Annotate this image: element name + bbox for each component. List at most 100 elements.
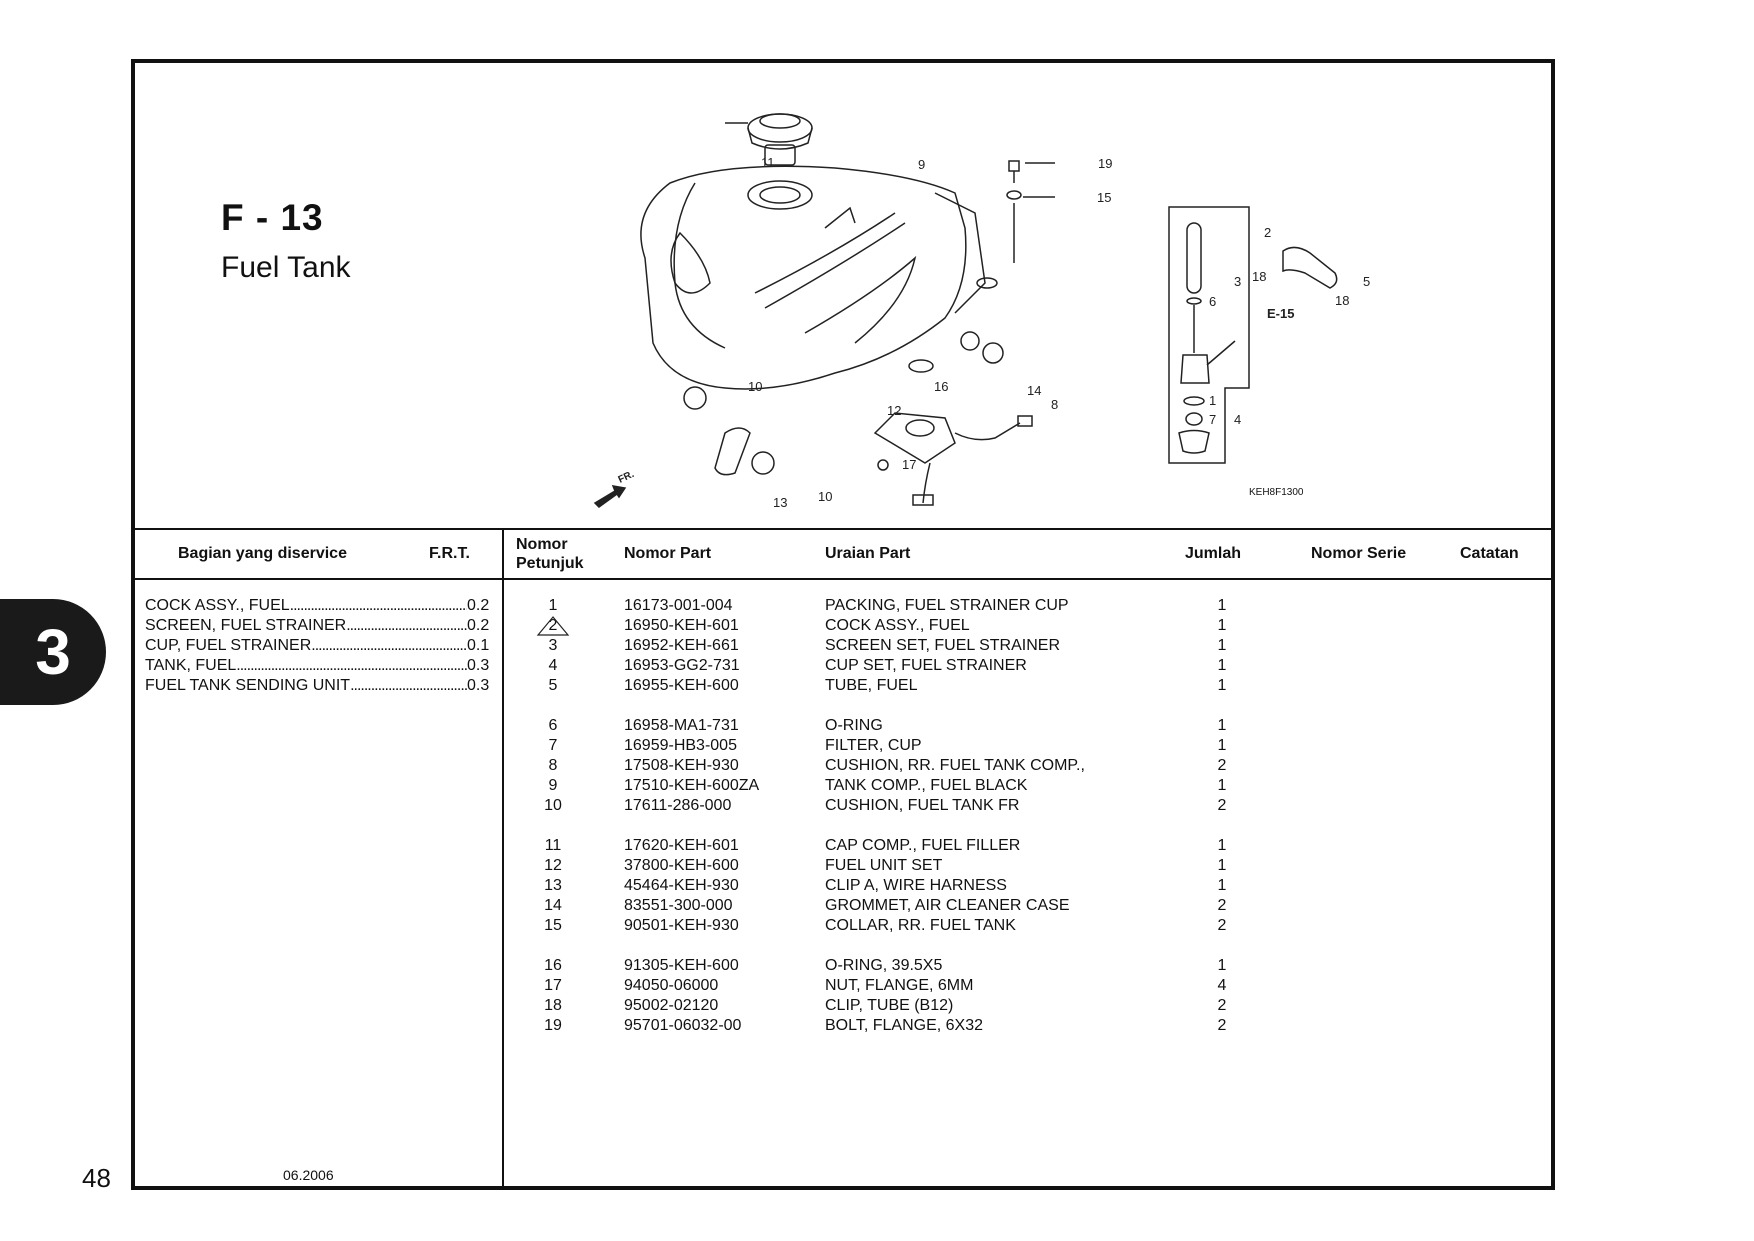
fuel-unit-drawing [873, 359, 1033, 506]
part-ref-number: 12 [544, 857, 562, 874]
part-ref-number: 3 [548, 637, 558, 654]
part-description: TUBE, FUEL [825, 677, 918, 694]
callout-19: 19 [1098, 156, 1112, 171]
dot-leader [236, 656, 467, 676]
part-ref-number: 11 [544, 837, 562, 854]
part-quantity: 1 [1217, 717, 1227, 734]
part-ref-number: 15 [544, 917, 562, 934]
callout-9: 9 [918, 157, 925, 172]
part-description: FILTER, CUP [825, 737, 922, 754]
service-item-name: CUP, FUEL STRAINER [145, 637, 312, 654]
part-quantity: 1 [1217, 857, 1227, 874]
part-quantity: 1 [1217, 777, 1227, 794]
part-description: O-RING [825, 717, 883, 734]
part-quantity: 1 [1217, 657, 1227, 674]
part-ref-number: 8 [548, 757, 558, 774]
dot-leader [290, 596, 467, 616]
part-description: TANK COMP., FUEL BLACK [825, 777, 1028, 794]
header-qty: Jumlah [1185, 545, 1242, 562]
part-ref-number: 14 [544, 897, 562, 914]
part-number: 16173-001-004 [624, 597, 733, 614]
part-number: 16958-MA1-731 [624, 717, 739, 734]
part-quantity: 2 [1217, 1017, 1227, 1034]
part-description: CUSHION, FUEL TANK FR [825, 797, 1020, 814]
part-description: GROMMET, AIR CLEANER CASE [825, 897, 1070, 914]
part-quantity: 1 [1217, 677, 1227, 694]
part-number: 94050-06000 [624, 977, 719, 994]
part-quantity: 2 [1217, 797, 1227, 814]
part-number: 17611-286-000 [624, 797, 732, 814]
service-item-frt: 0.2 [467, 617, 490, 634]
part-description: PACKING, FUEL STRAINER CUP [825, 597, 1069, 614]
callout-1: 1 [1209, 393, 1216, 408]
part-quantity: 1 [1217, 957, 1227, 974]
header-service-part: Bagian yang diservice [178, 545, 347, 562]
part-description: CAP COMP., FUEL FILLER [825, 837, 1021, 854]
part-quantity: 1 [1217, 597, 1227, 614]
part-quantity: 1 [1217, 837, 1227, 854]
part-ref-number: 13 [544, 877, 562, 894]
print-date: 06.2006 [283, 1167, 334, 1183]
callout-10a: 10 [748, 379, 762, 394]
service-item-name: TANK, FUEL [145, 657, 237, 674]
part-ref-number: 5 [548, 677, 558, 694]
part-number: 91305-KEH-600 [624, 957, 739, 974]
part-ref-number: 1 [548, 597, 558, 614]
part-ref-number: 16 [544, 957, 562, 974]
figure-title: Fuel Tank [221, 251, 351, 284]
callout-2: 2 [1264, 225, 1271, 240]
part-description: COLLAR, RR. FUEL TANK [825, 917, 1016, 934]
change-mark-triangle-icon [536, 616, 570, 636]
part-number: 83551-300-000 [624, 897, 733, 914]
front-arrow [593, 485, 627, 508]
part-quantity: 4 [1217, 977, 1227, 994]
part-quantity: 1 [1217, 617, 1227, 634]
callout-18b: 18 [1335, 293, 1349, 308]
part-quantity: 2 [1217, 997, 1227, 1014]
service-item-frt: 0.1 [467, 637, 490, 654]
part-description: CUP SET, FUEL STRAINER [825, 657, 1027, 674]
fuel-cock-inset-drawing [1168, 206, 1338, 464]
callout-3: 3 [1234, 274, 1241, 289]
part-quantity: 1 [1217, 877, 1227, 894]
part-quantity: 2 [1217, 917, 1227, 934]
callout-5: 5 [1363, 274, 1370, 289]
part-quantity: 1 [1217, 637, 1227, 654]
service-item: FUEL TANK SENDING UNIT0.3 [145, 676, 495, 696]
header-part-no: Nomor Part [624, 545, 712, 562]
part-ref-number: 10 [544, 797, 562, 814]
callout-14: 14 [1027, 383, 1041, 398]
callout-16: 16 [934, 379, 948, 394]
page-number: 48 [82, 1163, 111, 1193]
part-number: 95002-02120 [624, 997, 719, 1014]
table-header: Bagian yang diservice F.R.T. Nomor Petun… [135, 530, 1551, 580]
part-number: 16952-KEH-661 [624, 637, 739, 654]
callout-7: 7 [1209, 412, 1216, 427]
service-item-name: COCK ASSY., FUEL [145, 597, 290, 614]
part-quantity: 2 [1217, 757, 1227, 774]
figure-code: F - 13 [221, 197, 324, 238]
header-description: Uraian Part [825, 545, 911, 562]
part-description: CLIP, TUBE (B12) [825, 997, 954, 1014]
part-ref-number: 6 [548, 717, 558, 734]
part-number: 16959-HB3-005 [624, 737, 737, 754]
part-ref-number: 17 [544, 977, 562, 994]
part-number: 90501-KEH-930 [624, 917, 739, 934]
header-ref-no-line1: Nomor [516, 536, 568, 553]
part-number: 17510-KEH-600ZA [624, 777, 760, 794]
cushion-drawings [683, 331, 1004, 476]
service-item: SCREEN, FUEL STRAINER0.2 [145, 616, 495, 636]
bolt-collar-drawing [1006, 160, 1055, 263]
callout-15: 15 [1097, 190, 1111, 205]
part-number: 45464-KEH-930 [624, 877, 739, 894]
callout-e15: E-15 [1267, 306, 1294, 321]
part-number: 17620-KEH-601 [624, 837, 739, 854]
diagram-code: KEH8F1300 [1249, 487, 1304, 498]
callout-6: 6 [1209, 294, 1216, 309]
callout-13: 13 [773, 495, 787, 510]
callout-12: 12 [887, 403, 901, 418]
callout-8: 8 [1051, 397, 1058, 412]
part-description: NUT, FLANGE, 6MM [825, 977, 974, 994]
service-item-frt: 0.3 [467, 657, 490, 674]
part-description: BOLT, FLANGE, 6X32 [825, 1017, 983, 1034]
